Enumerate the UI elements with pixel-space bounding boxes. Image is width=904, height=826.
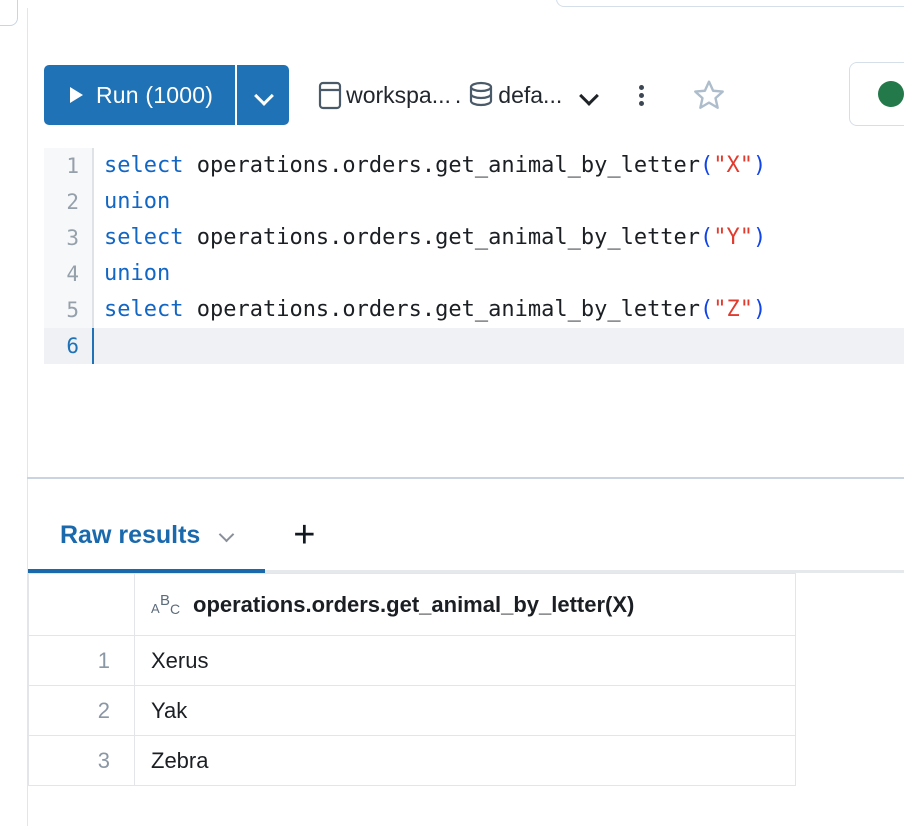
gutter-separator [92, 184, 94, 220]
add-result-tab-button[interactable]: + [277, 508, 331, 562]
favorite-button[interactable] [686, 72, 732, 118]
value-column-header-label: operations.orders.get_animal_by_letter(X… [193, 591, 635, 617]
rownum-column-header [28, 573, 135, 636]
editor-results-splitter[interactable] [27, 477, 904, 479]
line-number: 5 [44, 292, 92, 328]
run-button-divider [235, 65, 238, 125]
gutter-separator [92, 220, 94, 256]
more-options-button[interactable] [618, 72, 664, 118]
line-number: 4 [44, 256, 92, 292]
code-token-kw: union [104, 189, 171, 214]
tab-raw-results-label: Raw results [60, 520, 201, 549]
code-token-str: "X" [713, 153, 754, 178]
line-number: 3 [44, 220, 92, 256]
editor-toolbar: Run (1000) workspa... . defa... [44, 64, 732, 126]
row-number-cell: 2 [28, 685, 135, 736]
code-line-text: union [94, 256, 904, 292]
connection-status-box[interactable] [849, 62, 904, 126]
gutter-separator [92, 148, 94, 184]
code-token-str: "Y" [713, 225, 754, 250]
gutter-separator [92, 256, 94, 292]
run-button-group: Run (1000) [44, 65, 290, 125]
code-token-plain: operations.orders.get_animal_by_letter [183, 225, 701, 250]
line-number: 6 [44, 328, 92, 364]
code-line-text: select operations.orders.get_animal_by_l… [94, 292, 904, 328]
star-outline-icon [694, 80, 725, 109]
gutter-separator [92, 292, 94, 328]
results-tab-bar: Raw results + [28, 498, 904, 572]
run-options-dropdown-button[interactable] [237, 65, 289, 125]
kebab-menu-icon [638, 82, 644, 109]
code-line-text: union [94, 184, 904, 220]
result-value-cell[interactable]: Zebra [134, 735, 796, 786]
database-icon [470, 81, 493, 107]
status-dot-icon [878, 81, 904, 107]
left-rail-divider [27, 8, 28, 826]
code-token-punc: ) [753, 225, 767, 250]
code-token-punc: ( [700, 297, 714, 322]
run-button[interactable]: Run (1000) [44, 65, 235, 125]
results-tabbar-underline [28, 570, 904, 573]
gutter-separator [92, 328, 94, 364]
code-line[interactable]: 4 union [44, 256, 904, 292]
play-triangle-icon [70, 87, 83, 103]
code-line[interactable]: 6 [44, 328, 904, 364]
run-button-label: Run (1000) [96, 81, 214, 108]
plus-icon: + [293, 514, 316, 556]
result-value-cell[interactable]: Yak [134, 685, 796, 736]
line-number: 1 [44, 148, 92, 184]
code-line-text [94, 328, 904, 364]
tab-raw-results[interactable]: Raw results [28, 498, 265, 572]
catalog-name-label: workspa... [346, 81, 451, 108]
code-line-text: select operations.orders.get_animal_by_l… [94, 148, 904, 184]
code-token-str: "Z" [713, 297, 754, 322]
results-active-tab-indicator [28, 569, 265, 573]
catalog-icon [318, 81, 342, 110]
code-token-kw: union [104, 261, 171, 286]
chevron-down-icon [256, 88, 271, 103]
code-token-kw: select [104, 297, 184, 322]
row-number-cell: 3 [28, 735, 135, 786]
context-selector-caret [581, 88, 596, 103]
code-token-punc: ) [753, 297, 767, 322]
top-panel-fragment-right [556, 0, 904, 7]
top-panel-fragment-left [0, 0, 18, 26]
row-number-cell: 1 [28, 635, 135, 686]
result-value-cell[interactable]: Xerus [134, 635, 796, 686]
code-token-kw: select [104, 153, 184, 178]
code-token-punc: ( [700, 225, 714, 250]
code-token-kw: select [104, 225, 184, 250]
code-token-punc: ) [753, 153, 767, 178]
code-line[interactable]: 2 union [44, 184, 904, 220]
catalog-schema-selector[interactable]: workspa... . defa... [309, 73, 604, 117]
code-line-text: select operations.orders.get_animal_by_l… [94, 220, 904, 256]
chevron-down-icon [220, 528, 235, 543]
line-number: 2 [44, 184, 92, 220]
code-token-plain: operations.orders.get_animal_by_letter [183, 297, 701, 322]
tab-options-caret[interactable] [220, 528, 235, 543]
code-token-plain: operations.orders.get_animal_by_letter [183, 153, 701, 178]
catalog-schema-separator: . [454, 81, 462, 108]
schema-name-label: defa... [498, 81, 563, 108]
code-token-punc: ( [700, 153, 714, 178]
chevron-down-icon [581, 88, 596, 103]
